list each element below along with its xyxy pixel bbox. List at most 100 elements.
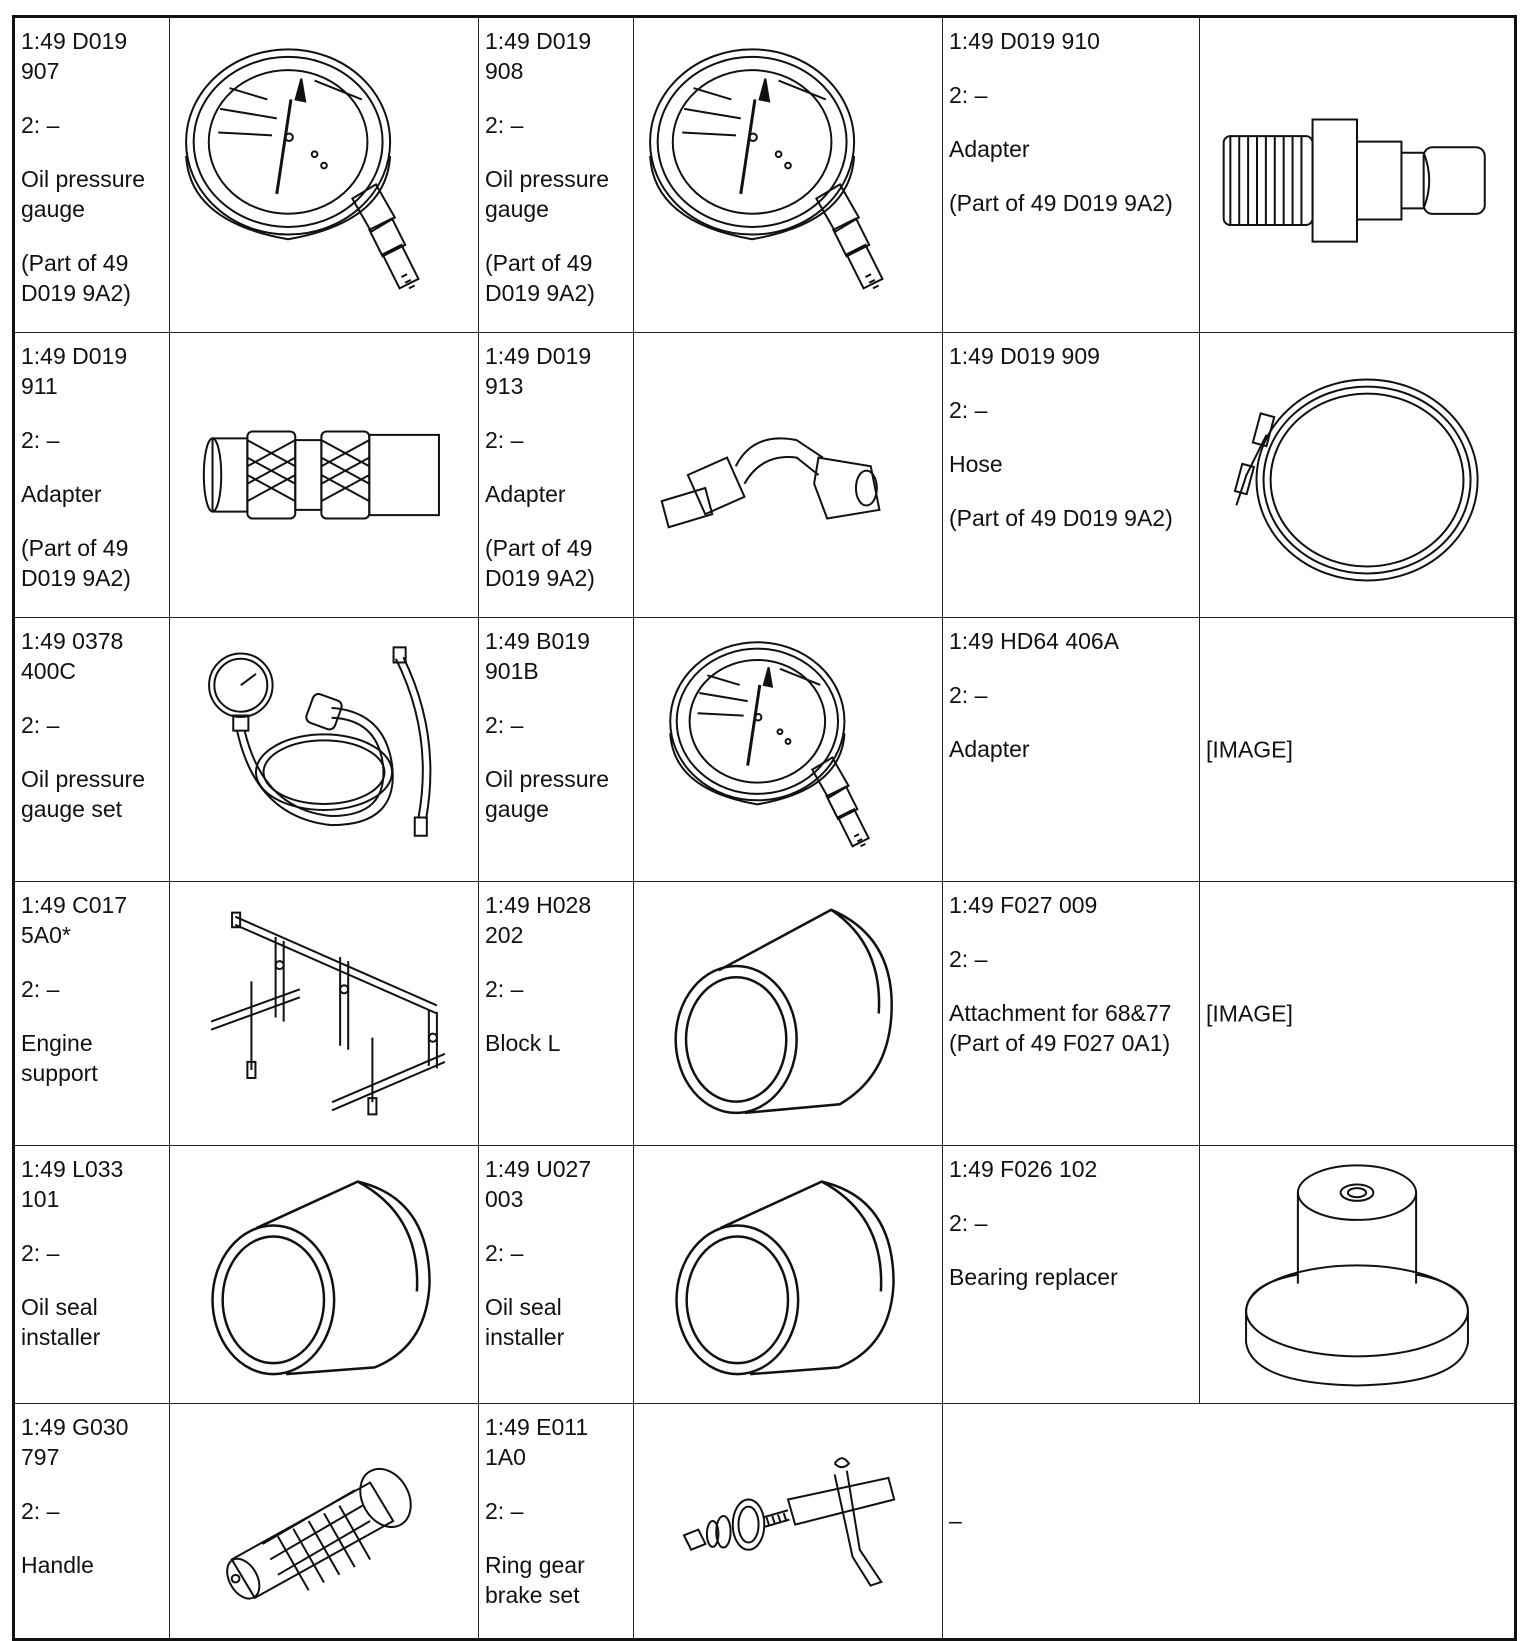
tool-note: (Part of 49 D019 9A2) — [485, 535, 595, 591]
tool-image-cell — [1199, 1145, 1516, 1404]
tool-info-cell: 1:49 D019 908 2: – Oil pressure gauge (Part… — [478, 16, 634, 333]
empty-cell: – — [942, 1403, 1516, 1640]
tool-image-cell — [169, 1145, 479, 1404]
tool-name: Handle — [21, 1552, 94, 1578]
tool-code-2: 2: – — [485, 112, 524, 138]
tool-image-cell — [633, 881, 943, 1146]
tool-code-2: 2: – — [21, 712, 60, 738]
tool-image-cell — [169, 617, 479, 882]
tool-image-cell — [633, 1403, 943, 1640]
tool-code-2: 2: – — [949, 1210, 988, 1236]
tool-code-2: 2: – — [485, 976, 524, 1002]
tool-name: Attachment for 68&77 — [949, 1000, 1172, 1026]
tool-note: (Part of 49 D019 9A2) — [485, 250, 595, 306]
table-row: 1:49 D019 911 2: – Adapter (Part of 49 D019… — [13, 332, 1516, 618]
tool-code-2: 2: – — [21, 976, 60, 1002]
tool-name: Oil pressure gauge set — [21, 766, 145, 822]
tool-info-cell: 1:49 C017 5A0*2: –Engine support — [13, 881, 170, 1146]
tool-image-cell — [633, 332, 943, 618]
tool-code: 1:49 D019 907 — [21, 28, 128, 84]
image-placeholder: [IMAGE] — [1206, 1000, 1293, 1026]
table-row: 1:49 D019 907 2: – Oil pressure gauge (Part… — [13, 16, 1516, 333]
tool-code: 1:49 E011 1A0 — [485, 1414, 589, 1470]
quick-coupler-icon — [202, 429, 441, 521]
tool-code: 1:49 F027 009 — [949, 892, 1098, 918]
tool-name: Oil pressure gauge — [21, 166, 145, 222]
tool-code: 1:49 D019 913 — [485, 343, 592, 399]
special-tools-table: 1:49 D019 907 2: – Oil pressure gauge (Part… — [12, 15, 1517, 1641]
tool-name: Block L — [485, 1030, 561, 1056]
tool-image-cell — [1199, 332, 1516, 618]
tool-name: Hose — [949, 451, 1003, 477]
oil-seal-installer-icon — [675, 1180, 895, 1376]
tool-code: 1:49 U027 003 — [485, 1156, 592, 1212]
tool-code-2: 2: – — [949, 682, 988, 708]
tool-note: (Part of 49 D019 9A2) — [21, 535, 131, 591]
tool-code-2: 2: – — [21, 1240, 60, 1266]
tool-info-cell: 1:49 D019 911 2: – Adapter (Part of 49 D019… — [13, 332, 170, 618]
tool-code: 1:49 D019 911 — [21, 343, 128, 399]
hose-coil-icon — [1233, 378, 1479, 582]
tool-name: Oil seal installer — [21, 1294, 101, 1350]
tool-name: Adapter — [949, 736, 1030, 762]
table-row: 1:49 G030 797 2: – Handle 1:49 E011 1A0 2: –… — [13, 1403, 1516, 1640]
tool-code: 1:49 0378 400C — [21, 628, 124, 684]
tool-code: 1:49 B019 901B — [485, 628, 590, 684]
oil-pressure-gauge-icon — [184, 47, 420, 290]
tool-note: (Part of 49 D019 9A2) — [21, 250, 131, 306]
tool-note: (Part of 49 D019 9A2) — [949, 190, 1173, 216]
tool-image-cell: [IMAGE] — [1199, 617, 1516, 882]
tool-code: 1:49 L033 101 — [21, 1156, 124, 1212]
tool-name: Engine support — [21, 1030, 98, 1086]
tool-info-cell: 1:49 HD64 406A 2: – Adapter — [942, 617, 1200, 882]
tool-image-cell — [169, 881, 479, 1146]
tool-info-cell: 1:49 L033 101 2: – Oil seal installer — [13, 1145, 170, 1404]
tool-code: 1:49 H028 202 — [485, 892, 592, 948]
tool-name: Oil seal installer — [485, 1294, 565, 1350]
tool-code-2: 2: – — [485, 1240, 524, 1266]
tool-image-cell — [169, 332, 479, 618]
tool-image-cell — [169, 16, 479, 333]
tool-code-2: 2: – — [21, 112, 60, 138]
tool-code-2: 2: – — [485, 1498, 524, 1524]
bearing-replacer-icon — [1245, 1164, 1469, 1387]
tool-info-cell: 1:49 0378 400C 2: – Oil pressure gauge set — [13, 617, 170, 882]
ring-gear-brake-icon — [682, 1457, 896, 1587]
tool-code-2: 2: – — [949, 397, 988, 423]
tool-code: 1:49 D019 909 — [949, 343, 1100, 369]
tool-image-cell — [633, 16, 943, 333]
tool-image-cell — [169, 1403, 479, 1640]
tool-name: Oil pressure gauge — [485, 166, 609, 222]
tool-code: 1:49 HD64 406A — [949, 628, 1120, 654]
tool-info-cell: 1:49 D019 907 2: – Oil pressure gauge (Part… — [13, 16, 170, 333]
bent-adapter-icon — [660, 436, 882, 529]
tool-code-2: 2: – — [21, 427, 60, 453]
handle-icon — [219, 1458, 422, 1606]
engine-support-icon — [210, 911, 445, 1116]
tool-info-cell: 1:49 D019 913 2: – Adapter (Part of 49 D019… — [478, 332, 634, 618]
tool-code: 1:49 G030 797 — [21, 1414, 129, 1470]
dash-text: – — [949, 1507, 962, 1534]
tool-image-cell — [1199, 16, 1516, 333]
tool-info-cell: 1:49 G030 797 2: – Handle — [13, 1403, 170, 1640]
tool-name: Adapter — [21, 481, 102, 507]
tool-name: Adapter — [485, 481, 566, 507]
tool-name: Oil pressure gauge — [485, 766, 609, 822]
tool-image-cell: [IMAGE] — [1199, 881, 1516, 1146]
gauge-set-icon — [208, 646, 432, 837]
tool-code: 1:49 F026 102 — [949, 1156, 1098, 1182]
tool-image-cell — [633, 617, 943, 882]
oil-pressure-gauge-icon — [668, 640, 870, 848]
tool-code-2: 2: – — [485, 427, 524, 453]
tool-info-cell: 1:49 F026 102 2: – Bearing replacer — [942, 1145, 1200, 1404]
tool-name: Bearing replacer — [949, 1264, 1118, 1290]
tool-code: 1:49 D019 908 — [485, 28, 592, 84]
tool-code-2: 2: – — [21, 1498, 60, 1524]
